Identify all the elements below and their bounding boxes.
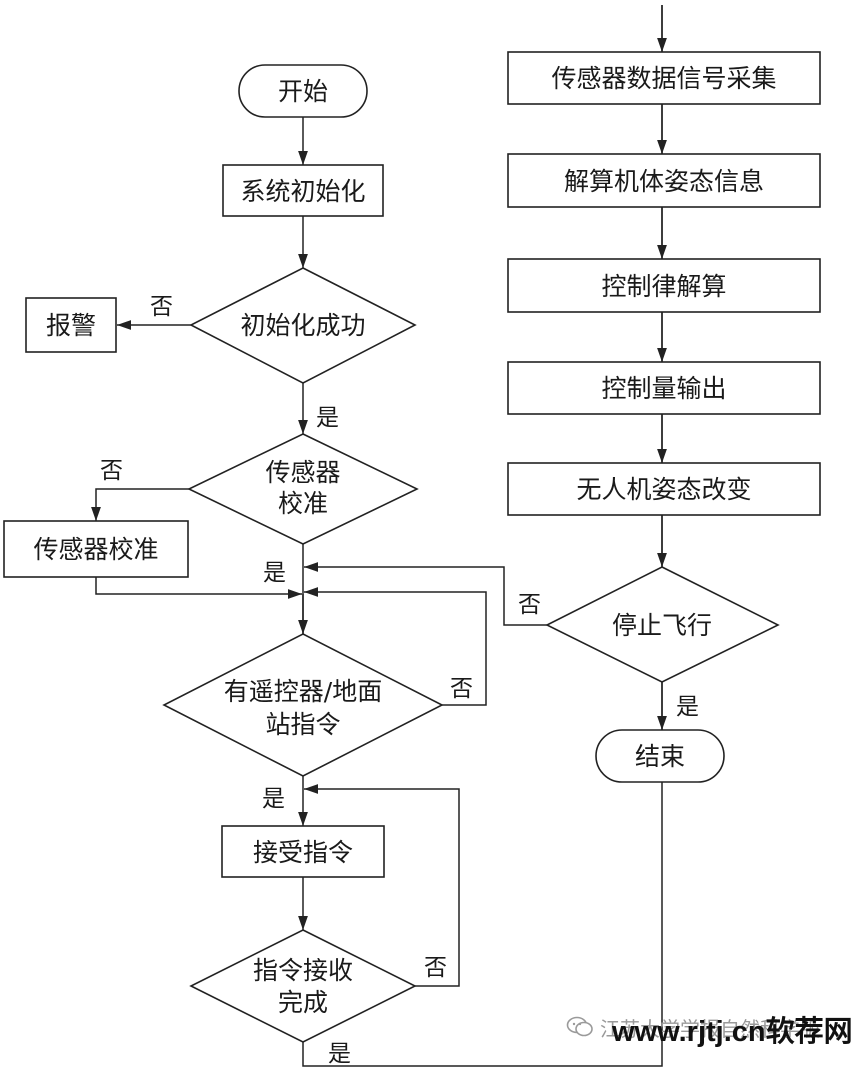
- node-control-law: 控制律解算: [507, 258, 821, 313]
- node-end-label: 结束: [635, 742, 685, 771]
- edge-calib-box-return: [95, 577, 302, 599]
- edge-remote-no: [304, 587, 487, 706]
- decision-cmd-done-label-line2: 完成: [278, 988, 328, 1017]
- node-control-law-label: 控制律解算: [601, 272, 726, 301]
- decision-init-ok-label: 初始化成功: [240, 311, 365, 340]
- node-alarm: 报警: [25, 297, 117, 353]
- edge-stop-no: [304, 562, 547, 626]
- decision-remote: 有遥控器/地面 站指令: [162, 633, 444, 777]
- node-start-label: 开始: [278, 77, 328, 106]
- label-init-no: 否: [150, 294, 173, 320]
- connectors: [91, 5, 667, 1067]
- decision-calib: 传感器 校准: [187, 433, 419, 545]
- node-accept-label: 接受指令: [253, 838, 353, 867]
- decision-cmd-done-label-line1: 指令接收: [253, 956, 353, 985]
- watermark-journal-text: 江苏大学学报自然科学版: [600, 1016, 820, 1041]
- label-calib-no: 否: [100, 458, 123, 484]
- node-start: 开始: [238, 64, 368, 118]
- node-change-label: 无人机姿态改变: [576, 475, 751, 504]
- node-solve-attitude: 解算机体姿态信息: [507, 153, 821, 208]
- label-stop-no: 否: [518, 592, 541, 618]
- node-collect: 传感器数据信号采集: [507, 51, 821, 105]
- label-calib-yes: 是: [263, 560, 286, 586]
- node-init-label: 系统初始化: [240, 177, 365, 206]
- node-accept: 接受指令: [221, 825, 385, 878]
- label-init-yes: 是: [316, 405, 339, 431]
- label-cmd-no: 否: [424, 955, 447, 981]
- label-remote-no: 否: [450, 676, 473, 702]
- node-collect-label: 传感器数据信号采集: [551, 64, 776, 93]
- decision-init-ok: 初始化成功: [189, 267, 417, 384]
- decision-remote-label-line1: 有遥控器/地面: [224, 677, 382, 706]
- wechat-icon: [566, 1016, 593, 1037]
- label-remote-yes: 是: [262, 786, 285, 812]
- label-cmd-yes: 是: [328, 1041, 351, 1067]
- edge-cmd-no: [304, 784, 460, 987]
- node-output-label: 控制量输出: [601, 374, 726, 403]
- node-calib-label: 传感器校准: [33, 535, 158, 564]
- node-change: 无人机姿态改变: [507, 462, 821, 516]
- decision-calib-label-line2: 校准: [278, 489, 328, 518]
- node-output: 控制量输出: [507, 361, 821, 415]
- node-end: 结束: [595, 729, 725, 783]
- edge-labels: 否 是 否 是 否 否 是 是 否 是: [100, 294, 699, 1067]
- node-solve-attitude-label: 解算机体姿态信息: [564, 167, 764, 196]
- decision-cmd-done: 指令接收 完成: [189, 929, 417, 1043]
- watermark-journal: 江苏大学学报自然科学版: [566, 1010, 820, 1044]
- decision-remote-label-line2: 站指令: [265, 710, 340, 739]
- node-alarm-label: 报警: [46, 311, 96, 340]
- node-init: 系统初始化: [222, 164, 384, 217]
- watermark-site-text: www.rjtj.cn软荐网: [612, 1016, 853, 1048]
- decision-stop: 停止飞行: [545, 566, 780, 683]
- node-calib: 传感器校准: [3, 520, 189, 578]
- decision-calib-label-line1: 传感器: [265, 458, 340, 487]
- decision-stop-label: 停止飞行: [612, 611, 712, 640]
- label-stop-yes: 是: [676, 694, 699, 720]
- edge-calib-no: [91, 488, 189, 521]
